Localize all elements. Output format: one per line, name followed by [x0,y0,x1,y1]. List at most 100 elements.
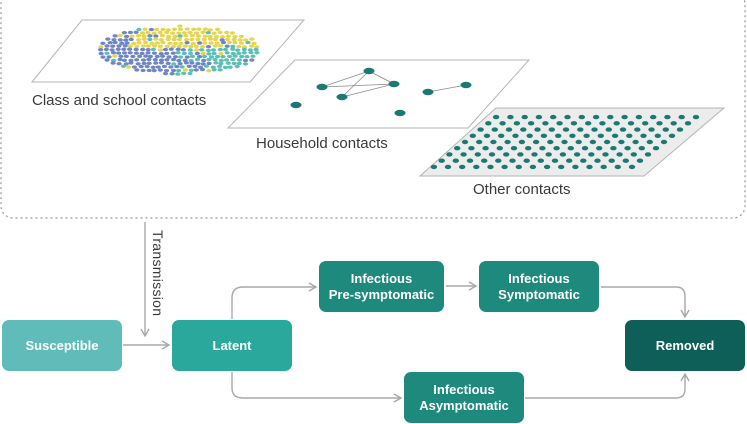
other-contact-dot [527,121,535,126]
school-contact-dot [133,30,139,34]
school-contact-dot [152,58,158,62]
school-contact-dot [244,55,250,59]
school-contact-dot [136,38,142,42]
other-contact-dot [628,164,636,170]
school-contact-dot [193,44,199,49]
school-contact-dot [175,72,181,76]
school-contact-dot [178,41,184,46]
school-contact-dot [218,58,224,63]
school-contact-dot [232,35,238,39]
other-contact-dot [592,114,600,120]
other-contact-dot [487,164,494,170]
school-contact-dot [124,34,130,39]
school-contact-dot [110,44,116,48]
other-contact-dot [662,127,669,132]
household-node [460,81,472,89]
school-contact-dot [112,34,118,38]
other-contact-dot [654,133,661,138]
school-contact-dot [206,52,212,56]
school-contact-dot [164,58,170,62]
school-contact-dot [180,48,186,52]
other-contact-dot [562,127,570,132]
school-contact-dot [227,54,233,59]
school-contact-dot [187,30,193,35]
school-contact-dot [146,57,152,62]
other-contact-dot [572,164,579,170]
school-contact-dot [230,57,236,62]
school-contact-dot [203,64,209,68]
other-contact-dot [517,152,524,157]
school-contact-dot [202,34,208,38]
school-contact-dot [157,30,163,35]
school-contact-dot [176,37,182,42]
school-contact-dot [226,40,232,45]
school-contact-dot [162,71,169,76]
school-contact-dot [229,31,236,35]
school-contact-dot [189,37,195,41]
other-contact-dot [621,114,628,120]
other-contacts-grid [430,114,700,170]
removed-box: Removed [625,320,745,371]
other-contact-dot [534,127,541,132]
other-contact-dot [515,164,522,170]
school-contact-dot [183,34,189,38]
school-contact-dot [164,51,170,56]
household-node [316,83,328,91]
school-contact-dot [236,51,242,56]
school-contact-dot [207,37,214,41]
school-contact-dot [231,37,237,42]
school-contact-dot [117,38,123,42]
school-contact-dot [170,68,177,73]
other-contact-dot [469,133,476,138]
school-contact-dot [253,47,259,52]
arrow-latent-presymptomatic [231,282,318,319]
other-contact-dot [567,146,574,151]
arrow-latent-asymptomatic [231,372,403,403]
school-contact-dot [145,51,151,55]
school-contact-dot [170,31,176,35]
school-contact-dot [212,37,219,42]
other-contact-dot [535,114,543,120]
school-contact-dot [141,37,147,41]
school-contact-dot [224,30,230,35]
household-node [388,80,400,88]
school-contact-dot [118,54,124,58]
other-contact-dot [619,127,627,132]
school-contact-dot [128,37,134,42]
school-contact-dot [128,58,134,63]
school-contact-dot [236,44,242,49]
other-contact-dot [491,127,498,132]
other-contact-dot [602,152,609,157]
school-contact-dot [124,41,130,45]
other-contact-dot [578,114,585,120]
school-contact-dot [194,48,200,52]
school-contact-dot [194,57,201,62]
presymptomatic-line2: Pre-symptomatic [328,286,435,302]
school-contact-dot [121,47,127,51]
school-contact-dot [106,55,112,59]
school-contact-dot [213,35,220,39]
school-contact-dot [171,37,177,42]
other-contact-dot [558,164,565,170]
school-contact-dot [232,54,238,58]
school-contact-dot [107,41,113,45]
school-contact-dot [205,31,211,35]
other-contact-dot [630,152,637,157]
school-contact-dot [238,41,244,45]
school-contact-dot [236,58,243,62]
school-contact-dot [98,45,104,49]
other-contact-dot [668,133,676,138]
school-contact-dot [169,72,175,76]
other-contact-dot [496,146,503,151]
school-contact-dot [206,61,212,66]
other-contact-dot [652,146,660,151]
school-contact-dot [147,34,153,38]
school-contact-dot [158,48,164,52]
school-contact-dot [117,33,123,38]
school-contact-dot [248,50,254,55]
other-contact-dot [556,121,563,126]
other-contact-dot [501,164,508,170]
school-contact-dot [141,44,147,48]
other-contact-dot [585,121,592,126]
school-contact-dot [127,51,133,55]
